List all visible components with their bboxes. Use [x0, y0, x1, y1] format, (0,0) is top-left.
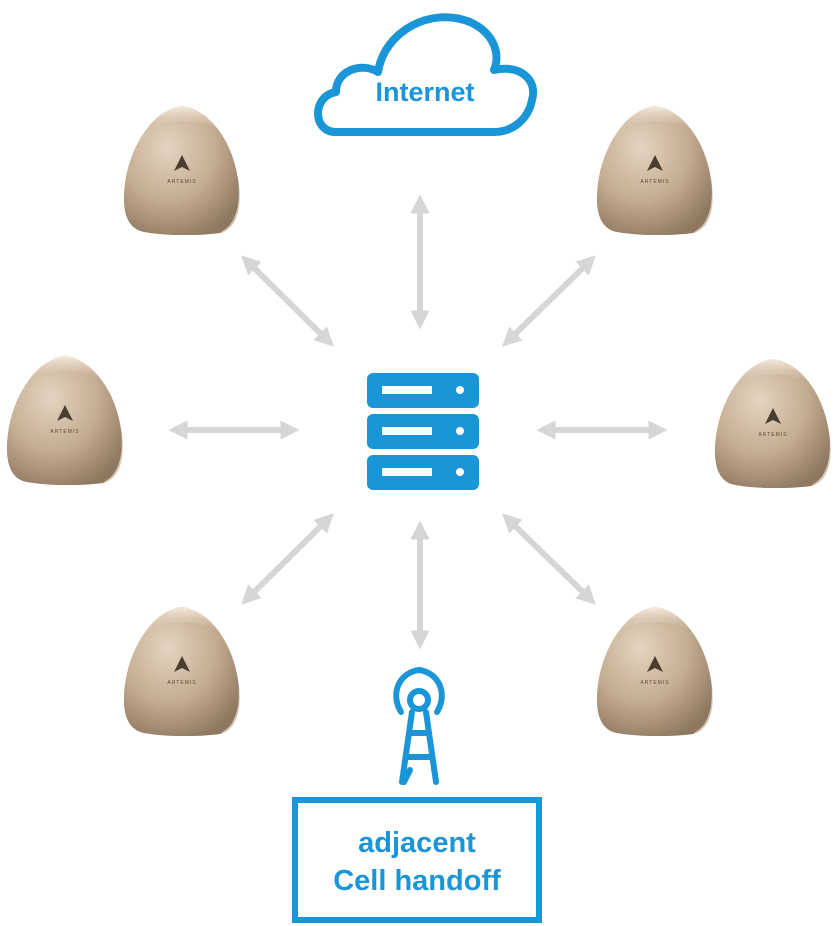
node-bottom-left — [123, 607, 240, 736]
internet-cloud: Internet — [314, 13, 538, 136]
node-bottom-right — [596, 607, 713, 736]
cloud-label: Internet — [375, 77, 474, 107]
node-mid-right — [714, 359, 831, 488]
node-top-left — [123, 106, 240, 235]
handoff-box: adjacent Cell handoff — [292, 797, 542, 923]
node-mid-left — [6, 356, 123, 485]
arrow-node-bottom-left — [241, 513, 334, 605]
arrow-node-bottom-right — [502, 513, 596, 605]
arrow-node-top-right — [502, 255, 596, 347]
handoff-label-line2: Cell handoff — [333, 865, 501, 897]
cell-tower-icon — [393, 667, 445, 785]
cloud-icon — [314, 13, 538, 136]
handoff-label-line1: adjacent — [358, 827, 476, 859]
node-top-right — [596, 106, 713, 235]
connection-arrows — [168, 194, 668, 650]
server-icon — [367, 373, 479, 490]
arrow-node-top-left — [241, 255, 334, 347]
